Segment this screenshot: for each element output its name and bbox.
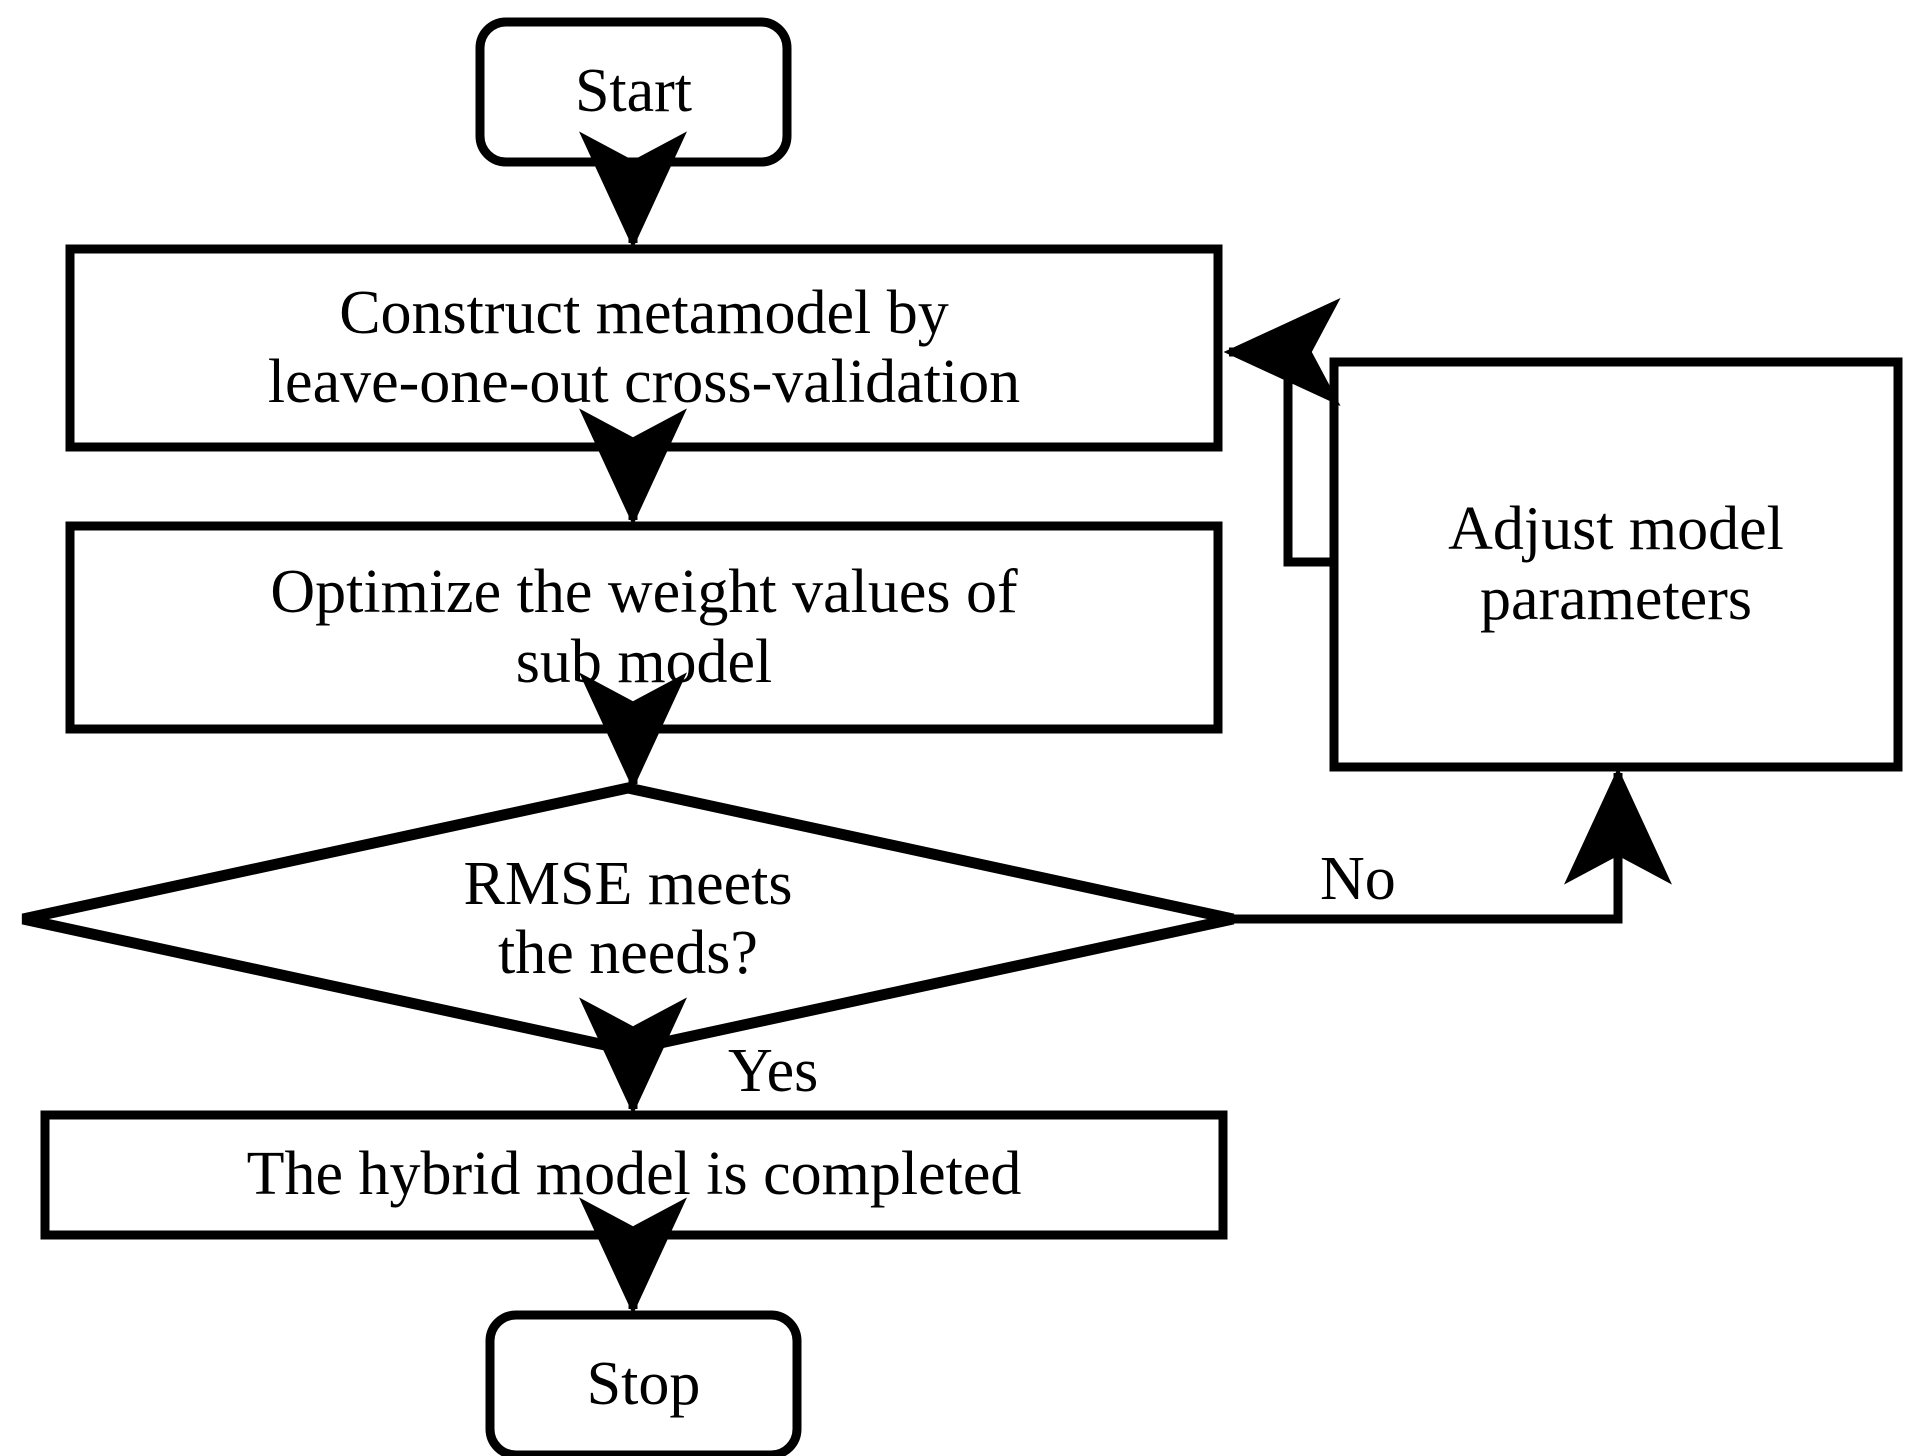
node-rmse-decision[interactable] [21,782,1235,1056]
edge-decision-no-to-adjust [1233,767,1672,924]
node-start[interactable] [475,17,792,167]
node-stop[interactable] [485,1310,802,1456]
edge-label-no: No [1320,845,1396,913]
edge-label-yes: Yes [728,1037,819,1105]
node-hybrid-complete[interactable] [40,1110,1228,1240]
edge-adjust-to-construct [1223,298,1341,567]
node-adjust-parameters[interactable] [1329,357,1903,772]
node-construct-metamodel[interactable] [65,244,1223,452]
node-optimize-weights[interactable] [65,521,1223,734]
